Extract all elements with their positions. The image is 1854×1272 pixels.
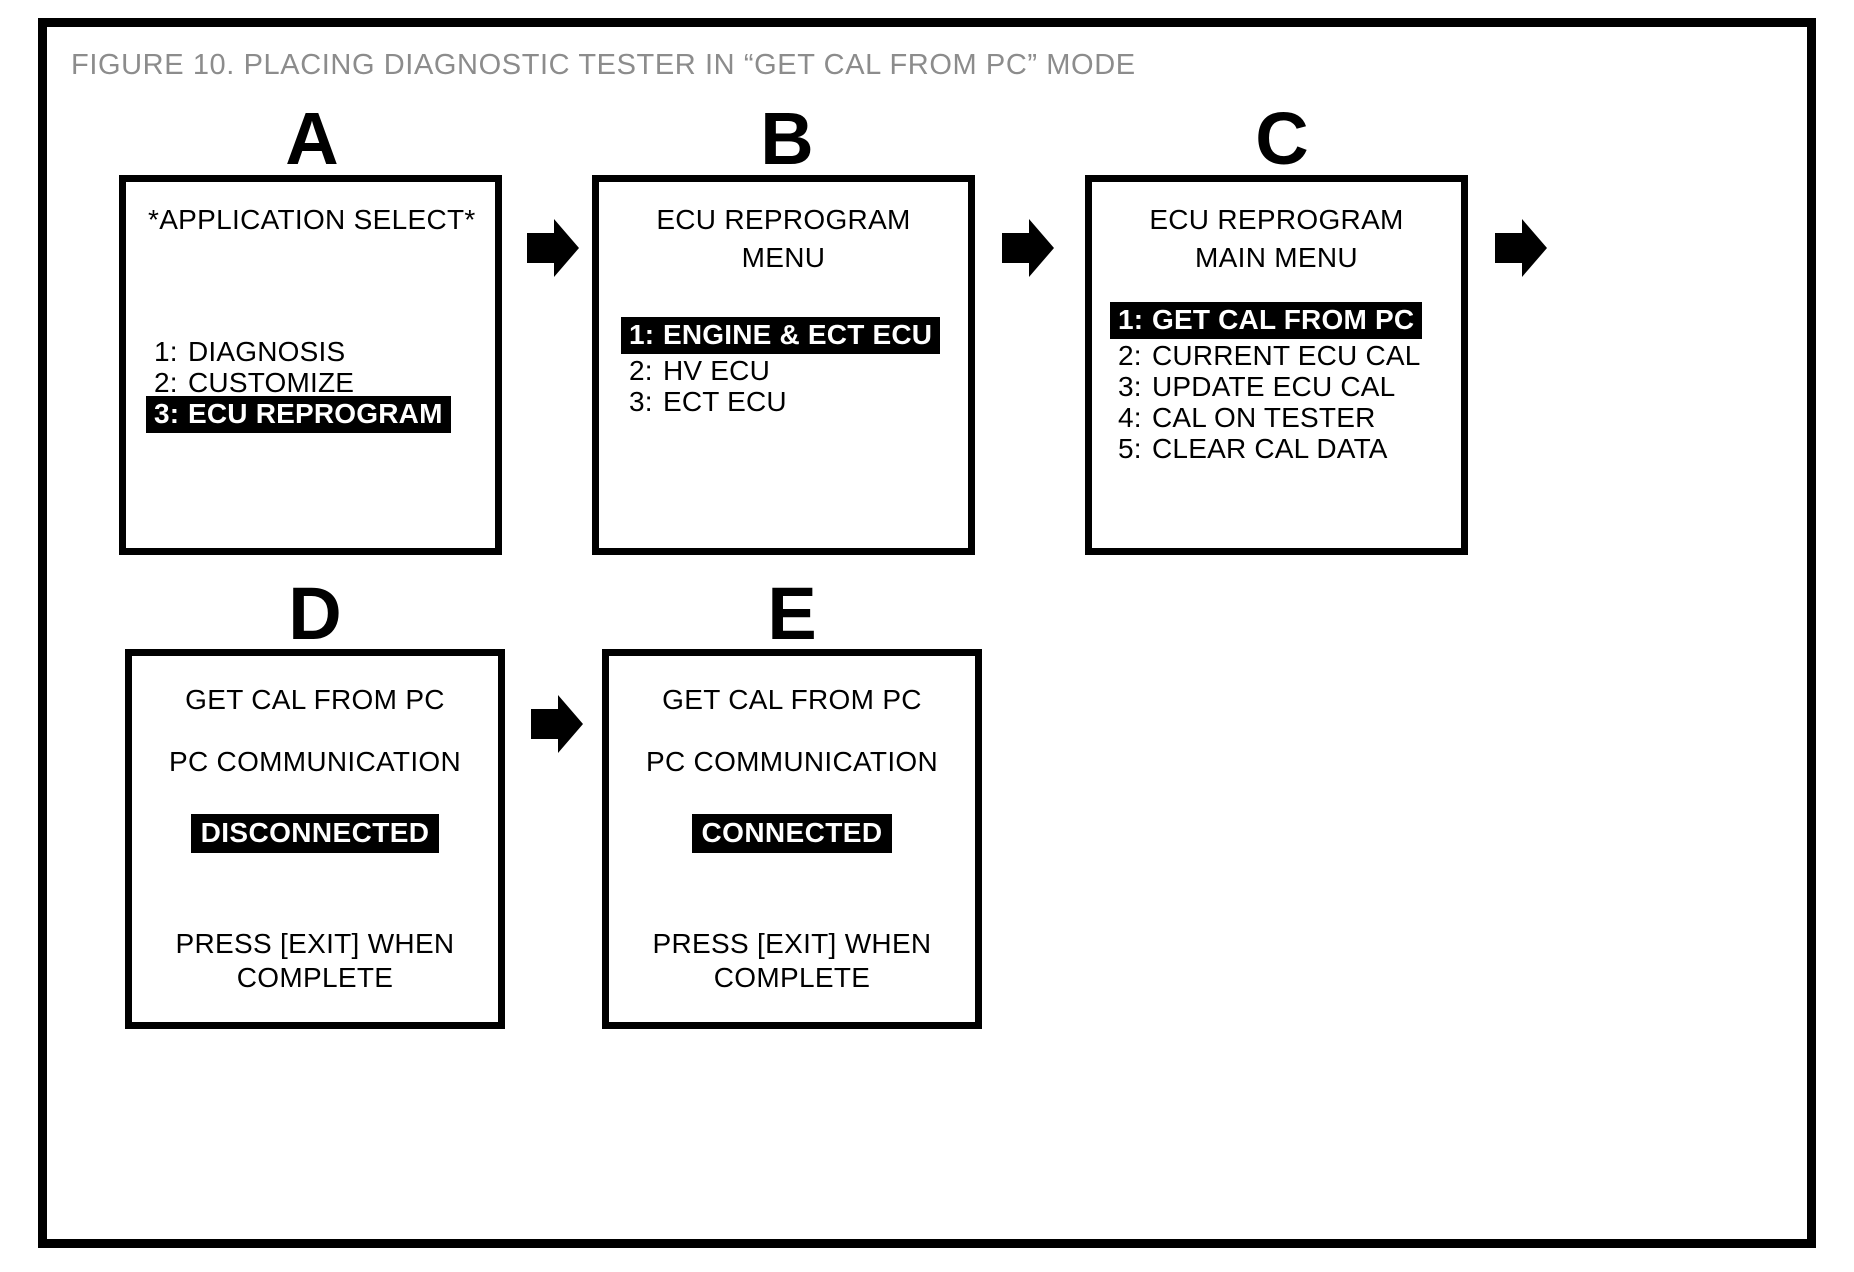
panel-a-header: *APPLICATION SELECT* xyxy=(148,204,476,235)
menu-item-label: UPDATE ECU CAL xyxy=(1152,371,1396,402)
arrow-c-to-d xyxy=(1495,219,1547,277)
menu-item-number: 2: xyxy=(629,355,653,386)
menu-item-number: 2: xyxy=(154,367,178,398)
menu-item-selected[interactable]: 1: ENGINE & ECT ECU xyxy=(621,317,990,354)
screen-panel-a: *APPLICATION SELECT* 1: DIAGNOSIS 2: CUSTO… xyxy=(119,175,502,555)
right-arrow-icon xyxy=(527,219,579,277)
menu-item-number: 3: xyxy=(154,398,180,429)
panel-c-header-line1: ECU REPROGRAM xyxy=(1149,204,1404,235)
menu-item-selected[interactable]: 3: ECU REPROGRAM xyxy=(146,396,515,433)
menu-item[interactable]: 1: DIAGNOSIS xyxy=(146,334,515,367)
menu-item-number: 1: xyxy=(1118,304,1144,335)
menu-item-number: 1: xyxy=(629,319,655,350)
menu-item-selected[interactable]: 1: GET CAL FROM PC xyxy=(1110,302,1479,339)
panel-b-menu: 1: ENGINE & ECT ECU 2: HV ECU 3: ECT ECU xyxy=(599,317,990,417)
menu-item-number: 5: xyxy=(1118,433,1142,464)
panel-e-footer-line1: PRESS [EXIT] WHEN xyxy=(652,928,932,959)
screen-panel-b: ECU REPROGRAM MENU 1: ENGINE & ECT ECU 2:… xyxy=(592,175,975,555)
right-arrow-icon xyxy=(1495,219,1547,277)
panel-letter-c: C xyxy=(1255,97,1309,180)
panel-b-header-line1: ECU REPROGRAM xyxy=(656,204,911,235)
menu-item-label: CURRENT ECU CAL xyxy=(1152,340,1421,371)
menu-item-label: HV ECU xyxy=(663,355,770,386)
menu-item[interactable]: 3: ECT ECU xyxy=(621,384,990,417)
menu-item[interactable]: 2: HV ECU xyxy=(621,353,990,386)
figure-title: FIGURE 10. PLACING DIAGNOSTIC TESTER IN … xyxy=(71,49,1136,81)
panel-e-line2: PC COMMUNICATION xyxy=(645,746,939,777)
arrow-a-to-b xyxy=(527,219,579,277)
panel-a-menu: 1: DIAGNOSIS 2: CUSTOMIZE 3: ECU REPROGRAM xyxy=(126,334,515,433)
menu-item[interactable]: 2: CUSTOMIZE xyxy=(146,365,515,398)
screen-panel-d: GET CAL FROM PC PC COMMUNICATION DISCONN… xyxy=(125,649,505,1029)
menu-item-label: DIAGNOSIS xyxy=(188,336,346,367)
panel-c-header-line2: MAIN MENU xyxy=(1195,242,1358,273)
menu-item[interactable]: 3: UPDATE ECU CAL xyxy=(1110,369,1479,402)
panel-c-menu: 1: GET CAL FROM PC 2: CURRENT ECU CAL 3: UP… xyxy=(1092,302,1479,464)
panel-d-line2: PC COMMUNICATION xyxy=(168,746,462,777)
menu-item-label: ENGINE & ECT ECU xyxy=(663,319,933,350)
menu-item-number: 1: xyxy=(154,336,178,367)
panel-d-footer-line1: PRESS [EXIT] WHEN xyxy=(175,928,455,959)
menu-item-number: 3: xyxy=(1118,371,1142,402)
panel-letter-b: B xyxy=(760,97,814,180)
panel-b-header-line2: MENU xyxy=(741,242,826,273)
menu-item-label: CAL ON TESTER xyxy=(1152,402,1376,433)
panel-d-footer-line2: COMPLETE xyxy=(236,962,394,993)
menu-item-number: 4: xyxy=(1118,402,1142,433)
right-arrow-icon xyxy=(1002,219,1054,277)
arrow-d-to-e xyxy=(531,695,583,753)
screen-panel-e: GET CAL FROM PC PC COMMUNICATION CONNECT… xyxy=(602,649,982,1029)
menu-item-number: 2: xyxy=(1118,340,1142,371)
panel-e-footer-line2: COMPLETE xyxy=(713,962,871,993)
figure-frame: FIGURE 10. PLACING DIAGNOSTIC TESTER IN … xyxy=(38,18,1816,1248)
menu-item-label: GET CAL FROM PC xyxy=(1152,304,1415,335)
panel-e-status-badge: CONNECTED xyxy=(691,814,893,853)
panel-e-line1: GET CAL FROM PC xyxy=(662,684,922,715)
panel-letter-e: E xyxy=(767,572,817,655)
menu-item-number: 3: xyxy=(629,386,653,417)
arrow-b-to-c xyxy=(1002,219,1054,277)
menu-item-label: ECU REPROGRAM xyxy=(188,398,443,429)
menu-item[interactable]: 2: CURRENT ECU CAL xyxy=(1110,338,1479,371)
panel-letter-a: A xyxy=(285,97,339,180)
right-arrow-icon xyxy=(531,695,583,753)
menu-item[interactable]: 4: CAL ON TESTER xyxy=(1110,400,1479,433)
panel-letter-d: D xyxy=(288,572,342,655)
panel-d-line1: GET CAL FROM PC xyxy=(185,684,445,715)
panel-d-status-badge: DISCONNECTED xyxy=(190,814,440,853)
screen-panel-c: ECU REPROGRAM MAIN MENU 1: GET CAL FROM P… xyxy=(1085,175,1468,555)
menu-item-label: ECT ECU xyxy=(663,386,787,417)
menu-item[interactable]: 5: CLEAR CAL DATA xyxy=(1110,431,1479,464)
menu-item-label: CUSTOMIZE xyxy=(188,367,355,398)
menu-item-label: CLEAR CAL DATA xyxy=(1152,433,1388,464)
